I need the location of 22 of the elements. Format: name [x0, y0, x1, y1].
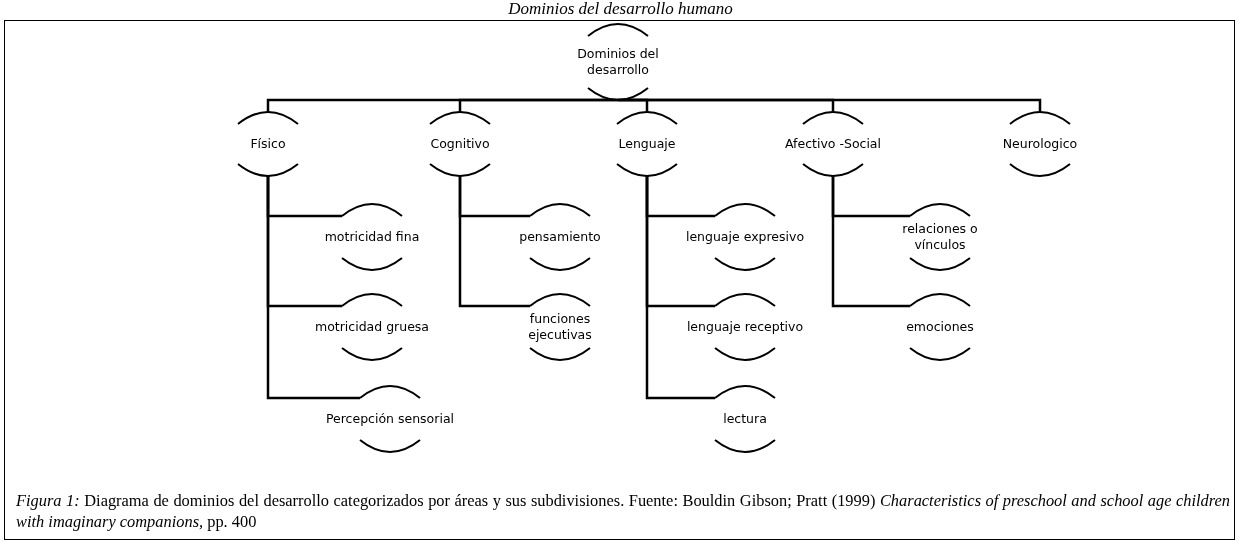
node-label: relaciones o vínculos: [901, 221, 979, 253]
node-label: lectura: [723, 411, 767, 427]
node-label: Percepción sensorial: [325, 411, 455, 427]
node-label: motricidad gruesa: [314, 319, 429, 335]
node-label: Cognitivo: [430, 136, 490, 152]
node-label: lenguaje receptivo: [686, 319, 804, 335]
connector-line: [645, 176, 715, 400]
connector-line: [458, 176, 530, 308]
node-label: Físico: [250, 136, 286, 152]
diagram-title: Dominios del desarrollo humano: [507, 0, 734, 18]
connector-line: [266, 176, 360, 400]
node-label: funciones ejecutivas: [527, 311, 593, 343]
node-label: lenguaje expresivo: [685, 229, 805, 245]
node-label: Dominios del desarrollo: [576, 46, 660, 78]
node-label: emociones: [906, 319, 974, 335]
node-label: Neurologico: [1002, 136, 1078, 152]
figure-caption: Figura 1: Diagrama de dominios del desarrollo categorizados por áreas y sus subdivisiones. Fuente: Bouldin Gibson; Pratt (1999) Characteristics of preschool and school age children with imaginary companions, pp. 400: [16, 490, 1230, 532]
connector-line: [831, 176, 910, 308]
node-label: Lenguaje: [618, 136, 676, 152]
node-label: pensamiento: [519, 229, 601, 245]
node-label: Afectivo -Social: [784, 136, 881, 152]
node-label: motricidad fina: [324, 229, 420, 245]
